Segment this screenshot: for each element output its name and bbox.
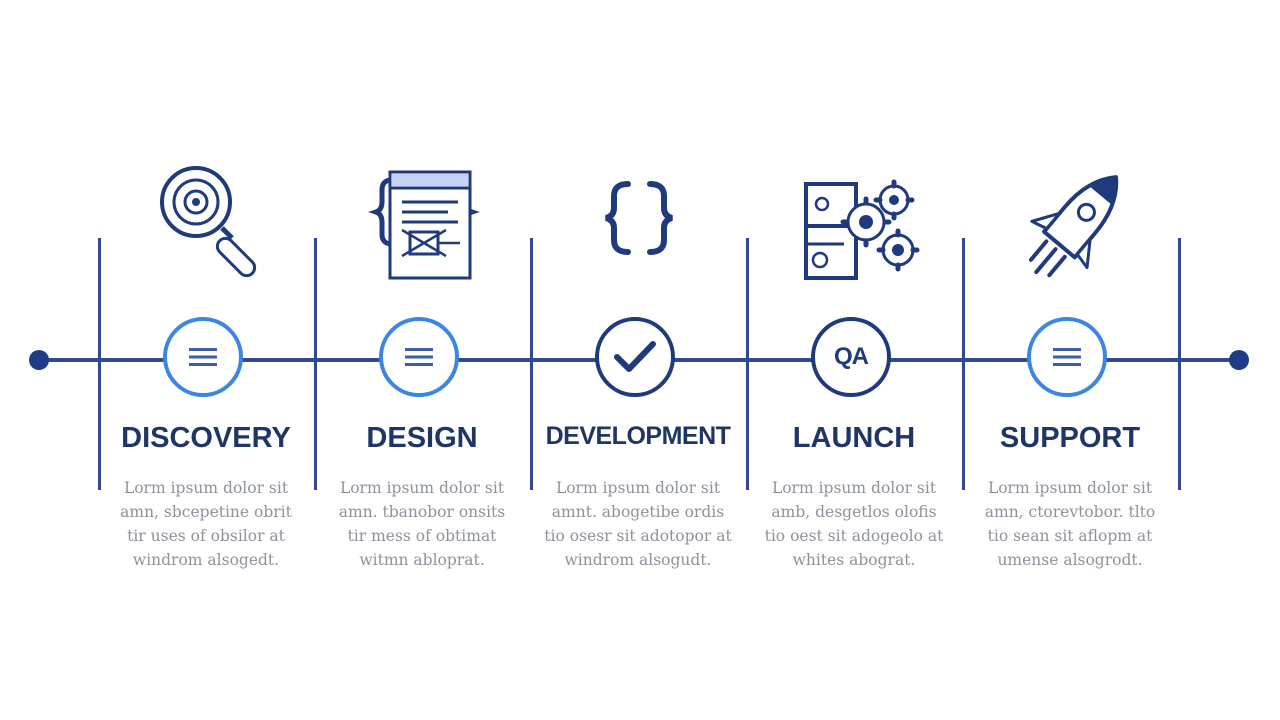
stage-divider — [746, 238, 749, 490]
timeline-start-dot — [29, 350, 49, 370]
magnifier-target-icon — [136, 160, 276, 290]
stage-design: DESIGN Lorm ipsum dolor sit amn. tbanobo… — [314, 160, 530, 590]
lines-icon — [1053, 348, 1081, 366]
gears-diagram-icon — [784, 160, 924, 290]
stage-discovery: DISCOVERY Lorm ipsum dolor sit amn, sbce… — [98, 160, 314, 590]
timeline-end-dot — [1229, 350, 1249, 370]
stage-title: DEVELOPMENT — [545, 422, 731, 450]
stage-description: Lorm ipsum dolor sit amn, ctorevtobor. t… — [984, 479, 1156, 569]
stage-title: DESIGN — [366, 422, 478, 454]
checkmark-icon — [614, 341, 656, 372]
stage-description: Lorm ipsum dolor sit amn, sbcepetine obr… — [120, 479, 292, 569]
stage-node — [379, 317, 459, 397]
stage-divider — [530, 238, 533, 490]
stage-description: Lorm ipsum dolor sit amnt. abogetibe ord… — [544, 479, 732, 569]
stage-description: Lorm ipsum dolor sit amb, desgetlos olof… — [764, 479, 944, 569]
stage-support: SUPPORT Lorm ipsum dolor sit amn, ctorev… — [962, 160, 1178, 590]
stage-node — [163, 317, 243, 397]
stage-node — [595, 317, 675, 397]
code-braces-icon — [568, 160, 708, 290]
document-braces-icon — [352, 160, 492, 290]
stage-divider — [98, 238, 101, 490]
lines-icon — [189, 348, 217, 366]
stage-launch: QA LAUNCH Lorm ipsum dolor sit amb, desg… — [746, 160, 962, 590]
stage-title: DISCOVERY — [121, 422, 291, 454]
stage-node: QA — [811, 317, 891, 397]
stage-description: Lorm ipsum dolor sit amn. tbanobor onsit… — [338, 479, 506, 569]
stage-title: LAUNCH — [792, 422, 916, 454]
stage-divider — [1178, 238, 1181, 490]
stage-divider — [962, 238, 965, 490]
stage-divider — [314, 238, 317, 490]
rocket-icon — [1000, 160, 1140, 290]
lines-icon — [405, 348, 433, 366]
stage-title: SUPPORT — [999, 422, 1141, 454]
stage-node — [1027, 317, 1107, 397]
qa-badge: QA — [834, 343, 869, 370]
stage-development: DEVELOPMENT Lorm ipsum dolor sit amnt. a… — [530, 160, 746, 590]
